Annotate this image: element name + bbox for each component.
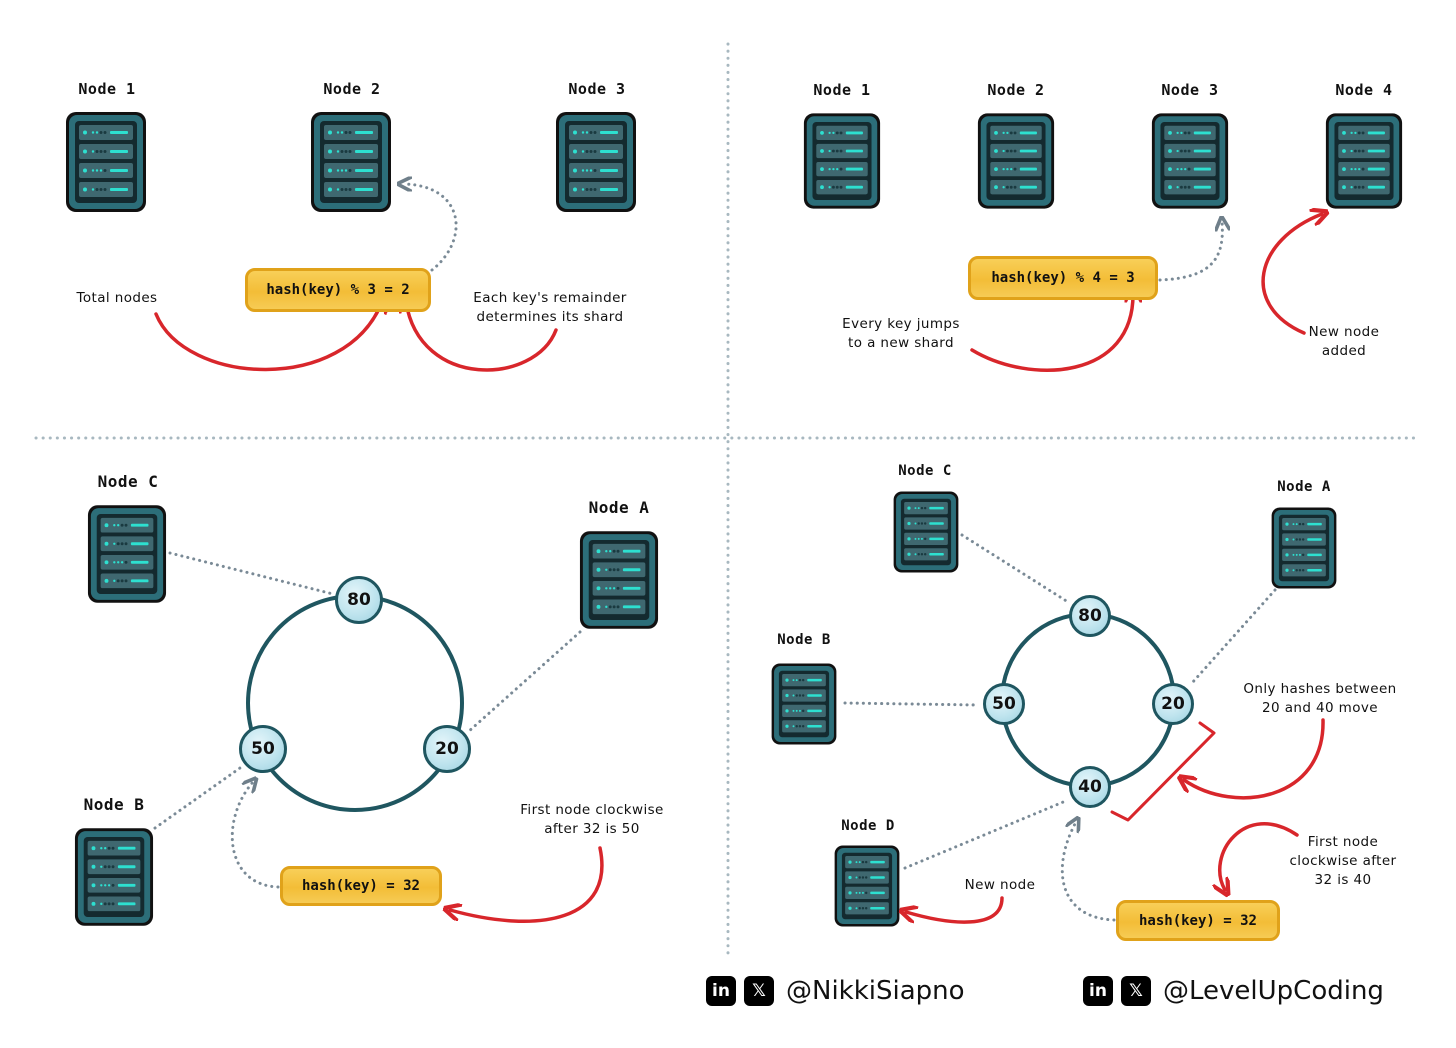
note-remainder: Each key's remainder determines its shar… (473, 289, 626, 327)
note-line: Only hashes between (1243, 681, 1397, 697)
link-node-b (843, 701, 980, 707)
note-every-key-jumps: Every key jumps to a new shard (842, 315, 960, 353)
link-node-a (1190, 588, 1277, 685)
server-icon-node-c (87, 505, 167, 603)
node-label: Node B (83, 795, 145, 814)
node-label: Node 1 (813, 81, 871, 99)
note-line: clockwise after (1289, 853, 1397, 869)
ring-position-20: 20 (1152, 683, 1194, 725)
server-icon-node-3 (556, 112, 636, 212)
link-node-a (466, 630, 582, 734)
server-icon-node-d (834, 845, 900, 927)
note-line: Each key's remainder (473, 290, 627, 306)
note-only-hashes-move: Only hashes between 20 and 40 move (1243, 680, 1396, 718)
note-line: First node clockwise (520, 802, 664, 818)
server-icon-node-b (771, 663, 837, 745)
ring-position-20: 20 (423, 725, 471, 773)
footer-account-nikki: in 𝕏 @NikkiSiapno (706, 976, 965, 1006)
node-label: Node D (841, 818, 895, 834)
note-line: after 32 is 50 (544, 821, 640, 837)
server-icon-node-3 (1151, 113, 1229, 209)
ring-position-80: 80 (335, 576, 383, 624)
note-clockwise-50: First node clockwise after 32 is 50 (520, 801, 664, 839)
linkedin-icon[interactable]: in (706, 976, 736, 1006)
note-line: New node (1308, 324, 1380, 340)
arrow-only-hashes-move (1184, 718, 1325, 800)
ring-position-80: 80 (1069, 595, 1111, 637)
ring-position-50: 50 (239, 725, 287, 773)
server-icon-node-1 (66, 112, 146, 212)
dotted-arrow-to-40 (1060, 822, 1116, 922)
node-label: Node 1 (78, 80, 136, 98)
note-line: First node (1307, 834, 1379, 850)
footer-account-levelup: in 𝕏 @LevelUpCoding (1083, 976, 1384, 1006)
panel-ring-3 (74, 505, 659, 926)
hash-expression-box: hash(key) = 32 (280, 866, 442, 906)
author-handle: @NikkiSiapno (786, 976, 965, 1006)
brand-handle: @LevelUpCoding (1163, 976, 1384, 1006)
note-new-node: New node (964, 877, 1036, 893)
server-icon-node-1 (803, 113, 881, 209)
link-node-c (168, 551, 335, 596)
link-node-b (153, 766, 242, 830)
hash-ring (246, 594, 464, 812)
note-new-node-added: New node added (1309, 323, 1380, 361)
dotted-arrow-to-50 (230, 782, 280, 889)
server-icon-node-b (74, 828, 154, 926)
note-line: Every key jumps (842, 316, 960, 332)
node-label: Node 2 (987, 81, 1045, 99)
note-line: added (1321, 343, 1367, 359)
panel-modulo-3 (66, 112, 636, 372)
arrow-every-key-jumps (970, 292, 1133, 372)
server-icon-node-a (1271, 507, 1337, 589)
note-line: determines its shard (476, 309, 624, 325)
arrow-clockwise-40 (1220, 822, 1299, 890)
node-label: Node 3 (568, 80, 626, 98)
ring-position-40: 40 (1069, 766, 1111, 808)
server-icon-node-c (893, 491, 959, 573)
link-node-d (903, 798, 1070, 870)
hash-ring (1000, 612, 1176, 788)
server-icon-node-4 (1325, 113, 1403, 209)
note-line: 32 is 40 (1314, 872, 1372, 888)
node-label: Node A (588, 498, 650, 517)
node-label: Node B (777, 632, 831, 648)
server-icon-node-a (579, 531, 659, 629)
link-node-c (960, 533, 1070, 604)
note-clockwise-40: First node clockwise after 32 is 40 (1289, 833, 1396, 890)
node-label: Node 2 (323, 80, 381, 98)
server-icon-node-2 (977, 113, 1055, 209)
server-icon-node-2 (311, 112, 391, 212)
hash-expression-box: hash(key) % 4 = 3 (968, 256, 1158, 300)
linkedin-icon[interactable]: in (1083, 976, 1113, 1006)
dotted-arrow-to-node-3 (1158, 222, 1222, 282)
arrow-clockwise-50 (450, 846, 604, 923)
node-label: Node C (898, 463, 952, 479)
panel-modulo-4 (803, 113, 1403, 372)
ring-position-50: 50 (983, 683, 1025, 725)
x-icon[interactable]: 𝕏 (744, 976, 774, 1006)
hash-expression-box: hash(key) = 32 (1116, 900, 1280, 941)
arrow-total-nodes (154, 302, 382, 372)
note-line: to a new shard (848, 335, 954, 351)
node-label: Node C (97, 472, 159, 491)
bracket-20-to-40 (1110, 721, 1216, 822)
hash-expression-box: hash(key) % 3 = 2 (245, 268, 431, 312)
arrow-new-node-added (1261, 214, 1322, 335)
x-icon[interactable]: 𝕏 (1121, 976, 1151, 1006)
node-label: Node 4 (1335, 81, 1393, 99)
node-label: Node A (1277, 479, 1331, 495)
note-total-nodes: Total nodes (76, 290, 158, 306)
arrow-remainder (406, 302, 558, 372)
dotted-arrow-to-node-2 (403, 184, 458, 272)
node-label: Node 3 (1161, 81, 1219, 99)
arrow-new-node (906, 896, 1004, 924)
note-line: 20 and 40 move (1262, 700, 1378, 716)
